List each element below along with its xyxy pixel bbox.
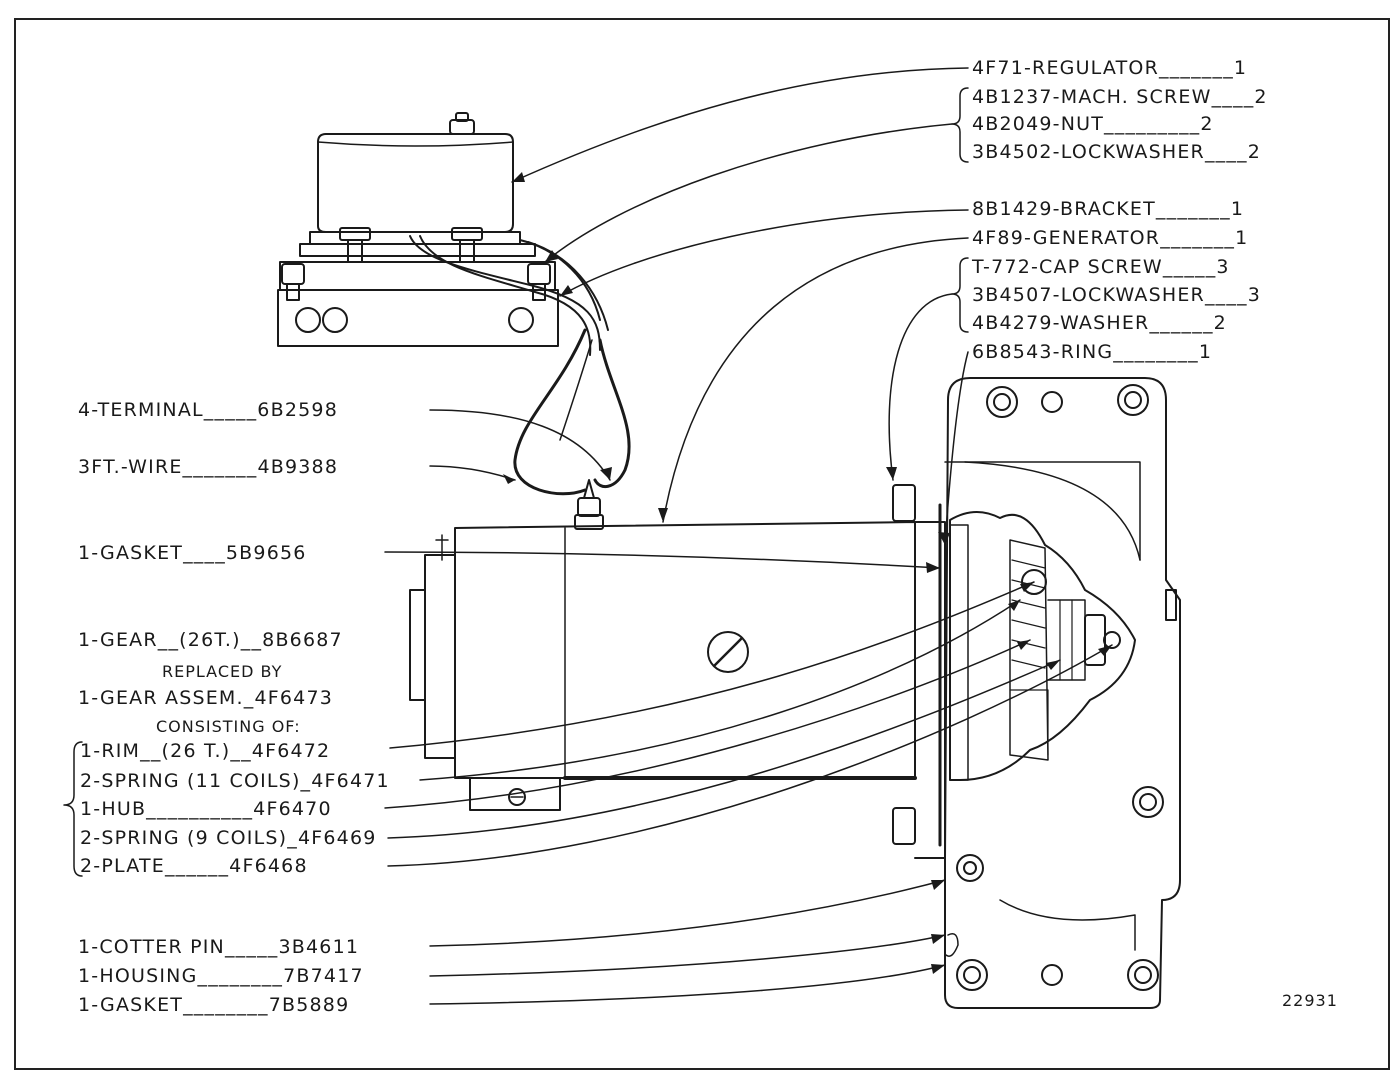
leader-lines <box>384 67 1113 1005</box>
label-cap-screw: T-772-CAP SCREW_____3 <box>972 256 1230 278</box>
figure-number: 22931 <box>1282 991 1338 1010</box>
label-consisting-of: CONSISTING OF: <box>156 717 301 736</box>
label-cotter-pin: 1-COTTER PIN_____3B4611 <box>78 936 360 958</box>
label-rim: 1-RIM__(26 T.)__4F6472 <box>80 740 331 762</box>
label-nut: 4B2049-NUT_________2 <box>972 113 1214 135</box>
regulator-drawing <box>277 112 559 347</box>
housing-drawing <box>892 377 1181 1009</box>
label-lockwasher-3b4507: 3B4507-LOCKWASHER____3 <box>972 284 1262 306</box>
brace-generator-hardware <box>951 257 969 333</box>
label-bracket: 8B1429-BRACKET_______1 <box>972 198 1245 220</box>
wire-harness <box>409 235 631 496</box>
label-generator: 4F89-GENERATOR_______1 <box>972 227 1249 249</box>
label-replaced-by: REPLACED BY <box>162 662 283 681</box>
gear-cutaway-drawing <box>949 511 1136 781</box>
label-plate: 2-PLATE______4F6468 <box>80 855 308 877</box>
label-housing: 1-HOUSING________7B7417 <box>78 965 364 987</box>
label-ring: 6B8543-RING________1 <box>972 341 1213 363</box>
label-mach-screw: 4B1237-MACH. SCREW____2 <box>972 86 1268 108</box>
label-terminal: 4-TERMINAL_____6B2598 <box>78 399 338 421</box>
label-lockwasher-3b4502: 3B4502-LOCKWASHER____2 <box>972 141 1262 163</box>
label-regulator: 4F71-REGULATOR_______1 <box>972 57 1248 79</box>
arrowheads <box>503 172 1112 974</box>
label-washer: 4B4279-WASHER______2 <box>972 312 1227 334</box>
brace-gear-assembly <box>63 741 83 877</box>
generator-drawing <box>409 479 917 811</box>
label-gasket-7b5889: 1-GASKET________7B5889 <box>78 994 350 1016</box>
diagram-frame <box>14 18 1390 1070</box>
label-spring-9: 2-SPRING (9 COILS)_4F6469 <box>80 827 377 849</box>
brace-regulator-hardware <box>951 87 969 163</box>
label-gasket-5b9656: 1-GASKET____5B9656 <box>78 542 307 564</box>
label-gear: 1-GEAR__(26T.)__8B6687 <box>78 629 343 651</box>
label-hub: 1-HUB__________4F6470 <box>80 798 332 820</box>
label-gear-assem: 1-GEAR ASSEM._4F6473 <box>78 687 334 709</box>
label-wire: 3FT.-WIRE_______4B9388 <box>78 456 339 478</box>
label-spring-11: 2-SPRING (11 COILS)_4F6471 <box>80 770 390 792</box>
